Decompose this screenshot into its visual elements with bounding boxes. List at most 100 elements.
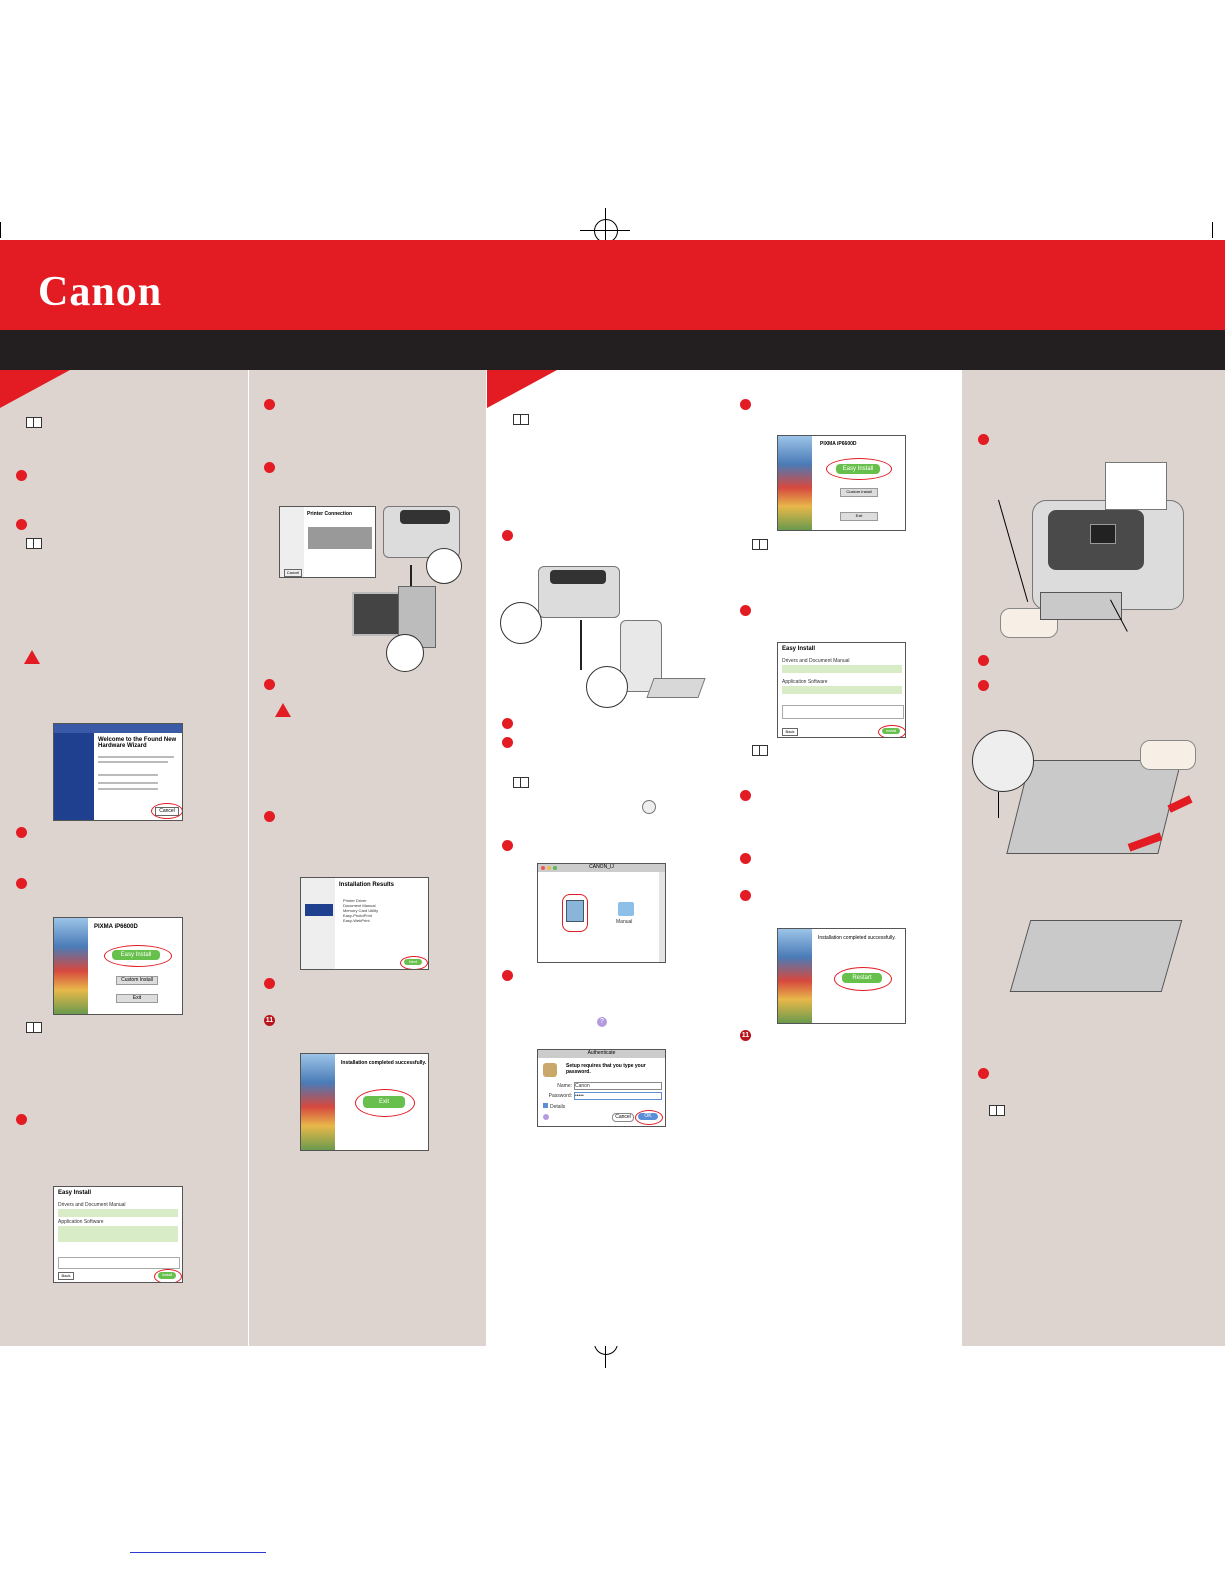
menu-side-image bbox=[778, 436, 812, 530]
help-icon[interactable] bbox=[543, 1114, 549, 1120]
step-bullet bbox=[16, 1114, 27, 1125]
text-line bbox=[98, 788, 158, 790]
cancel-button[interactable]: Cancel bbox=[612, 1113, 634, 1122]
step-bullet bbox=[978, 680, 989, 691]
installation-results-screenshot: Installation Results Printer Driver Docu… bbox=[300, 877, 429, 970]
authenticate-dialog-screenshot: Authenticate Setup requires that you typ… bbox=[537, 1049, 666, 1127]
description-box bbox=[782, 705, 904, 719]
book-icon bbox=[513, 777, 529, 788]
registration-line bbox=[605, 1324, 606, 1368]
section-apps: Application Software bbox=[782, 679, 828, 685]
cassette-empty-illustration bbox=[1009, 920, 1183, 992]
custom-install-button[interactable]: Custom Install bbox=[840, 488, 878, 497]
cassette-closeup bbox=[972, 730, 1034, 792]
callout-line bbox=[998, 792, 999, 818]
close-window-icon[interactable] bbox=[541, 866, 545, 870]
minimize-window-icon[interactable] bbox=[547, 866, 551, 870]
mac-install-complete-screenshot: Installation completed successfully. Res… bbox=[777, 928, 906, 1024]
help-icon: ? bbox=[597, 1017, 607, 1027]
column-1 bbox=[0, 370, 248, 1346]
drivers-row bbox=[782, 665, 902, 673]
details-toggle[interactable]: Details bbox=[550, 1104, 566, 1110]
wizard-banner bbox=[54, 733, 94, 820]
crop-mark bbox=[1212, 222, 1213, 238]
result-item: Document Manual bbox=[343, 903, 376, 908]
highlight-oval bbox=[104, 945, 172, 967]
menu-side-image bbox=[301, 1054, 335, 1150]
menu-side-image bbox=[778, 929, 812, 1023]
exit-button[interactable]: Exit bbox=[840, 512, 878, 521]
column-4 bbox=[725, 370, 961, 1346]
wizard-heading: Welcome to the Found New Hardware Wizard bbox=[98, 737, 177, 749]
hardware-wizard-screenshot: Found New Hardware Wizard Welcome to the… bbox=[53, 723, 183, 821]
setup-icon[interactable] bbox=[566, 900, 584, 922]
step-bullet bbox=[16, 827, 27, 838]
output-tray bbox=[1040, 592, 1122, 620]
usb-port-closeup bbox=[426, 548, 462, 584]
section-drivers: Drivers and Document Manual bbox=[58, 1202, 126, 1208]
highlight-oval bbox=[400, 956, 428, 969]
lcd-screen bbox=[1090, 524, 1116, 544]
book-icon bbox=[26, 538, 42, 549]
wizard-side-selected bbox=[305, 904, 333, 916]
step-bullet bbox=[502, 530, 513, 541]
scrollbar[interactable] bbox=[659, 872, 665, 962]
password-label: Password: bbox=[548, 1093, 572, 1099]
step-bullet bbox=[264, 978, 275, 989]
auth-message: Setup requires that you type your passwo… bbox=[566, 1063, 646, 1075]
usb-port-closeup bbox=[500, 602, 542, 644]
monitor-illustration bbox=[352, 592, 400, 636]
keyboard-illustration bbox=[646, 678, 706, 698]
step-bullet bbox=[740, 853, 751, 864]
password-field[interactable]: ••••• bbox=[574, 1092, 662, 1100]
printer-connection-screenshot: Printer Connection Cancel bbox=[279, 506, 376, 578]
footer-link-underline bbox=[130, 1552, 266, 1553]
setup-menu-screenshot: PIXMA iP6600D Easy Install Custom Instal… bbox=[53, 917, 183, 1015]
result-item: Easy-PhotoPrint bbox=[343, 913, 372, 918]
exit-button[interactable]: Exit bbox=[116, 994, 158, 1003]
highlight-oval bbox=[826, 458, 892, 480]
step-bullet bbox=[740, 890, 751, 901]
easy-install-title: Easy Install bbox=[58, 1190, 92, 1196]
manual-label: Manual bbox=[616, 919, 633, 925]
model-name: PIXMA iP6600D bbox=[820, 441, 857, 447]
highlight-oval bbox=[834, 967, 892, 991]
apps-row bbox=[782, 686, 902, 694]
step-bullet bbox=[502, 840, 513, 851]
custom-install-button[interactable]: Custom Install bbox=[116, 976, 158, 985]
name-field[interactable]: Canon bbox=[574, 1082, 662, 1090]
step-bullet bbox=[978, 655, 989, 666]
model-name: PIXMA iP6600D bbox=[94, 924, 138, 930]
registration-line bbox=[605, 208, 606, 252]
header-band bbox=[0, 240, 1225, 330]
book-icon bbox=[26, 1022, 42, 1033]
result-item: Memory Card Utility bbox=[343, 908, 379, 913]
disclosure-icon[interactable] bbox=[543, 1103, 548, 1108]
highlight-oval bbox=[878, 725, 905, 737]
easy-install-title: Easy Install bbox=[782, 646, 816, 652]
highlight-oval bbox=[635, 1110, 663, 1125]
menu-side-image bbox=[54, 918, 88, 1014]
step-bullet bbox=[16, 878, 27, 889]
usb-connector-closeup bbox=[386, 634, 424, 672]
back-button[interactable]: Back bbox=[782, 728, 798, 736]
column-3 bbox=[487, 370, 723, 1346]
step-bullet bbox=[502, 718, 513, 729]
back-button[interactable]: Back bbox=[58, 1272, 74, 1280]
highlight-oval bbox=[151, 803, 182, 819]
mac-easy-install-screenshot: Easy Install Drivers and Document Manual… bbox=[777, 642, 906, 738]
mac-setup-menu-screenshot: PIXMA iP6600D Easy Install Custom Instal… bbox=[777, 435, 906, 531]
usb-cable bbox=[580, 620, 582, 670]
cancel-button[interactable]: Cancel bbox=[284, 569, 302, 577]
manual-folder-icon[interactable] bbox=[618, 902, 634, 916]
printer-paper-output bbox=[550, 570, 606, 584]
zoom-window-icon[interactable] bbox=[553, 866, 557, 870]
results-title: Installation Results bbox=[339, 882, 395, 888]
crop-mark bbox=[0, 222, 1, 238]
cd-icon bbox=[642, 800, 656, 814]
lock-icon bbox=[543, 1063, 557, 1077]
book-icon bbox=[989, 1105, 1005, 1116]
connection-image bbox=[308, 527, 372, 549]
step-bullet bbox=[978, 434, 989, 445]
finder-titlebar: CANON_IJ bbox=[538, 864, 665, 872]
